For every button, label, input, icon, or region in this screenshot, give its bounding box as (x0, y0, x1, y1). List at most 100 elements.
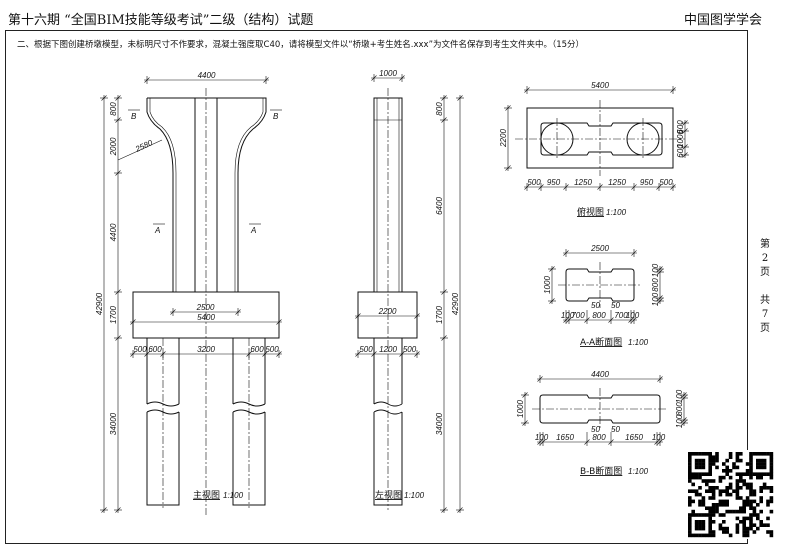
qr-module (698, 465, 702, 470)
qr-module (715, 465, 719, 470)
qr-module (705, 452, 709, 456)
dimension-label: 600 (250, 345, 264, 354)
dimension-label: 3200 (197, 345, 215, 354)
qr-module (749, 458, 753, 463)
qr-module (739, 486, 743, 490)
qr-module (708, 458, 712, 463)
qr-module (711, 458, 716, 463)
qr-module (718, 479, 723, 483)
qr-module (742, 533, 746, 538)
qr-module (749, 452, 753, 456)
qr-module (694, 465, 699, 470)
qr-module (756, 526, 760, 531)
qr-module (711, 496, 716, 500)
dimension-label: 500 (659, 178, 673, 187)
section-aa-scale: 1:100 (628, 338, 649, 347)
qr-module (766, 523, 770, 527)
dimension-label: 2500 (196, 303, 215, 312)
dimension-label: 42900 (95, 292, 104, 315)
dimension-label: 600 (148, 345, 162, 354)
qr-module (708, 496, 712, 500)
qr-module (694, 492, 699, 497)
qr-module (715, 458, 719, 463)
qr-module (718, 489, 723, 493)
qr-module (769, 489, 774, 493)
qr-module (742, 482, 746, 487)
qr-module (725, 458, 729, 463)
dimension-label: 1000 (676, 130, 685, 148)
qr-module (722, 503, 726, 507)
qr-module (752, 523, 757, 527)
qr-module (725, 526, 729, 531)
qr-module (742, 503, 746, 507)
qr-module (701, 458, 706, 463)
qr-module (745, 472, 750, 476)
qr-module (708, 516, 712, 521)
qr-module (769, 496, 774, 500)
qr-module (752, 506, 757, 510)
qr-module (708, 452, 712, 456)
qr-module (694, 523, 699, 527)
qr-module (769, 455, 774, 459)
qr-module (759, 489, 763, 493)
qr-module (701, 499, 706, 504)
qr-module (745, 526, 750, 531)
qr-module (715, 452, 719, 456)
qr-module (725, 509, 729, 514)
qr-module (739, 472, 743, 476)
qr-module (691, 482, 695, 487)
qr-module (749, 516, 753, 521)
qr-module (691, 513, 695, 517)
qr-module (701, 523, 706, 527)
qr-module (698, 499, 702, 504)
qr-module (759, 520, 763, 524)
pile-right (232, 338, 266, 506)
qr-module (708, 465, 712, 470)
qr-module (766, 452, 770, 456)
qr-code[interactable] (686, 450, 775, 539)
qr-module (715, 506, 719, 510)
section-a-left: A (154, 226, 160, 235)
dimension-label: 100 (675, 389, 684, 403)
qr-module (732, 465, 736, 470)
dimension-label: 5400 (591, 81, 609, 90)
exam-title: 第十六期 “全国BIM技能等级考试”二级（结构）试题 (8, 13, 314, 28)
qr-module (749, 489, 753, 493)
qr-module (725, 503, 729, 507)
qr-module (742, 479, 746, 483)
qr-module (688, 475, 692, 480)
dimension-label: 700 (571, 311, 585, 320)
dimension-label: 100 (652, 433, 666, 442)
dimension-label: 1000 (543, 276, 552, 294)
qr-module (705, 533, 709, 538)
qr-module (722, 475, 726, 480)
dimension-label: 1650 (625, 433, 643, 442)
qr-module (708, 520, 712, 524)
dimension-label: 1650 (556, 433, 574, 442)
qr-module (769, 462, 774, 466)
qr-module (735, 455, 740, 459)
qr-module (745, 499, 750, 504)
total-label: 共 (760, 295, 770, 306)
qr-module (762, 452, 767, 456)
qr-module (769, 472, 774, 476)
qr-module (691, 533, 695, 538)
dimension-label: 600 (676, 120, 685, 134)
qr-module (698, 526, 702, 531)
dimension-label: 42900 (451, 292, 460, 315)
qr-module (742, 516, 746, 521)
section-aa-label: A-A断面图 (580, 336, 622, 348)
qr-module (688, 530, 692, 534)
qr-module (711, 462, 716, 466)
qr-module (728, 469, 733, 473)
top-view-scale: 1:100 (606, 208, 627, 217)
qr-module (762, 482, 767, 487)
qr-module (688, 489, 692, 493)
qr-module (698, 533, 702, 538)
qr-module (749, 486, 753, 490)
qr-module (762, 523, 767, 527)
qr-module (759, 462, 763, 466)
qr-module (739, 509, 743, 514)
qr-module (708, 533, 712, 538)
qr-module (739, 475, 743, 480)
